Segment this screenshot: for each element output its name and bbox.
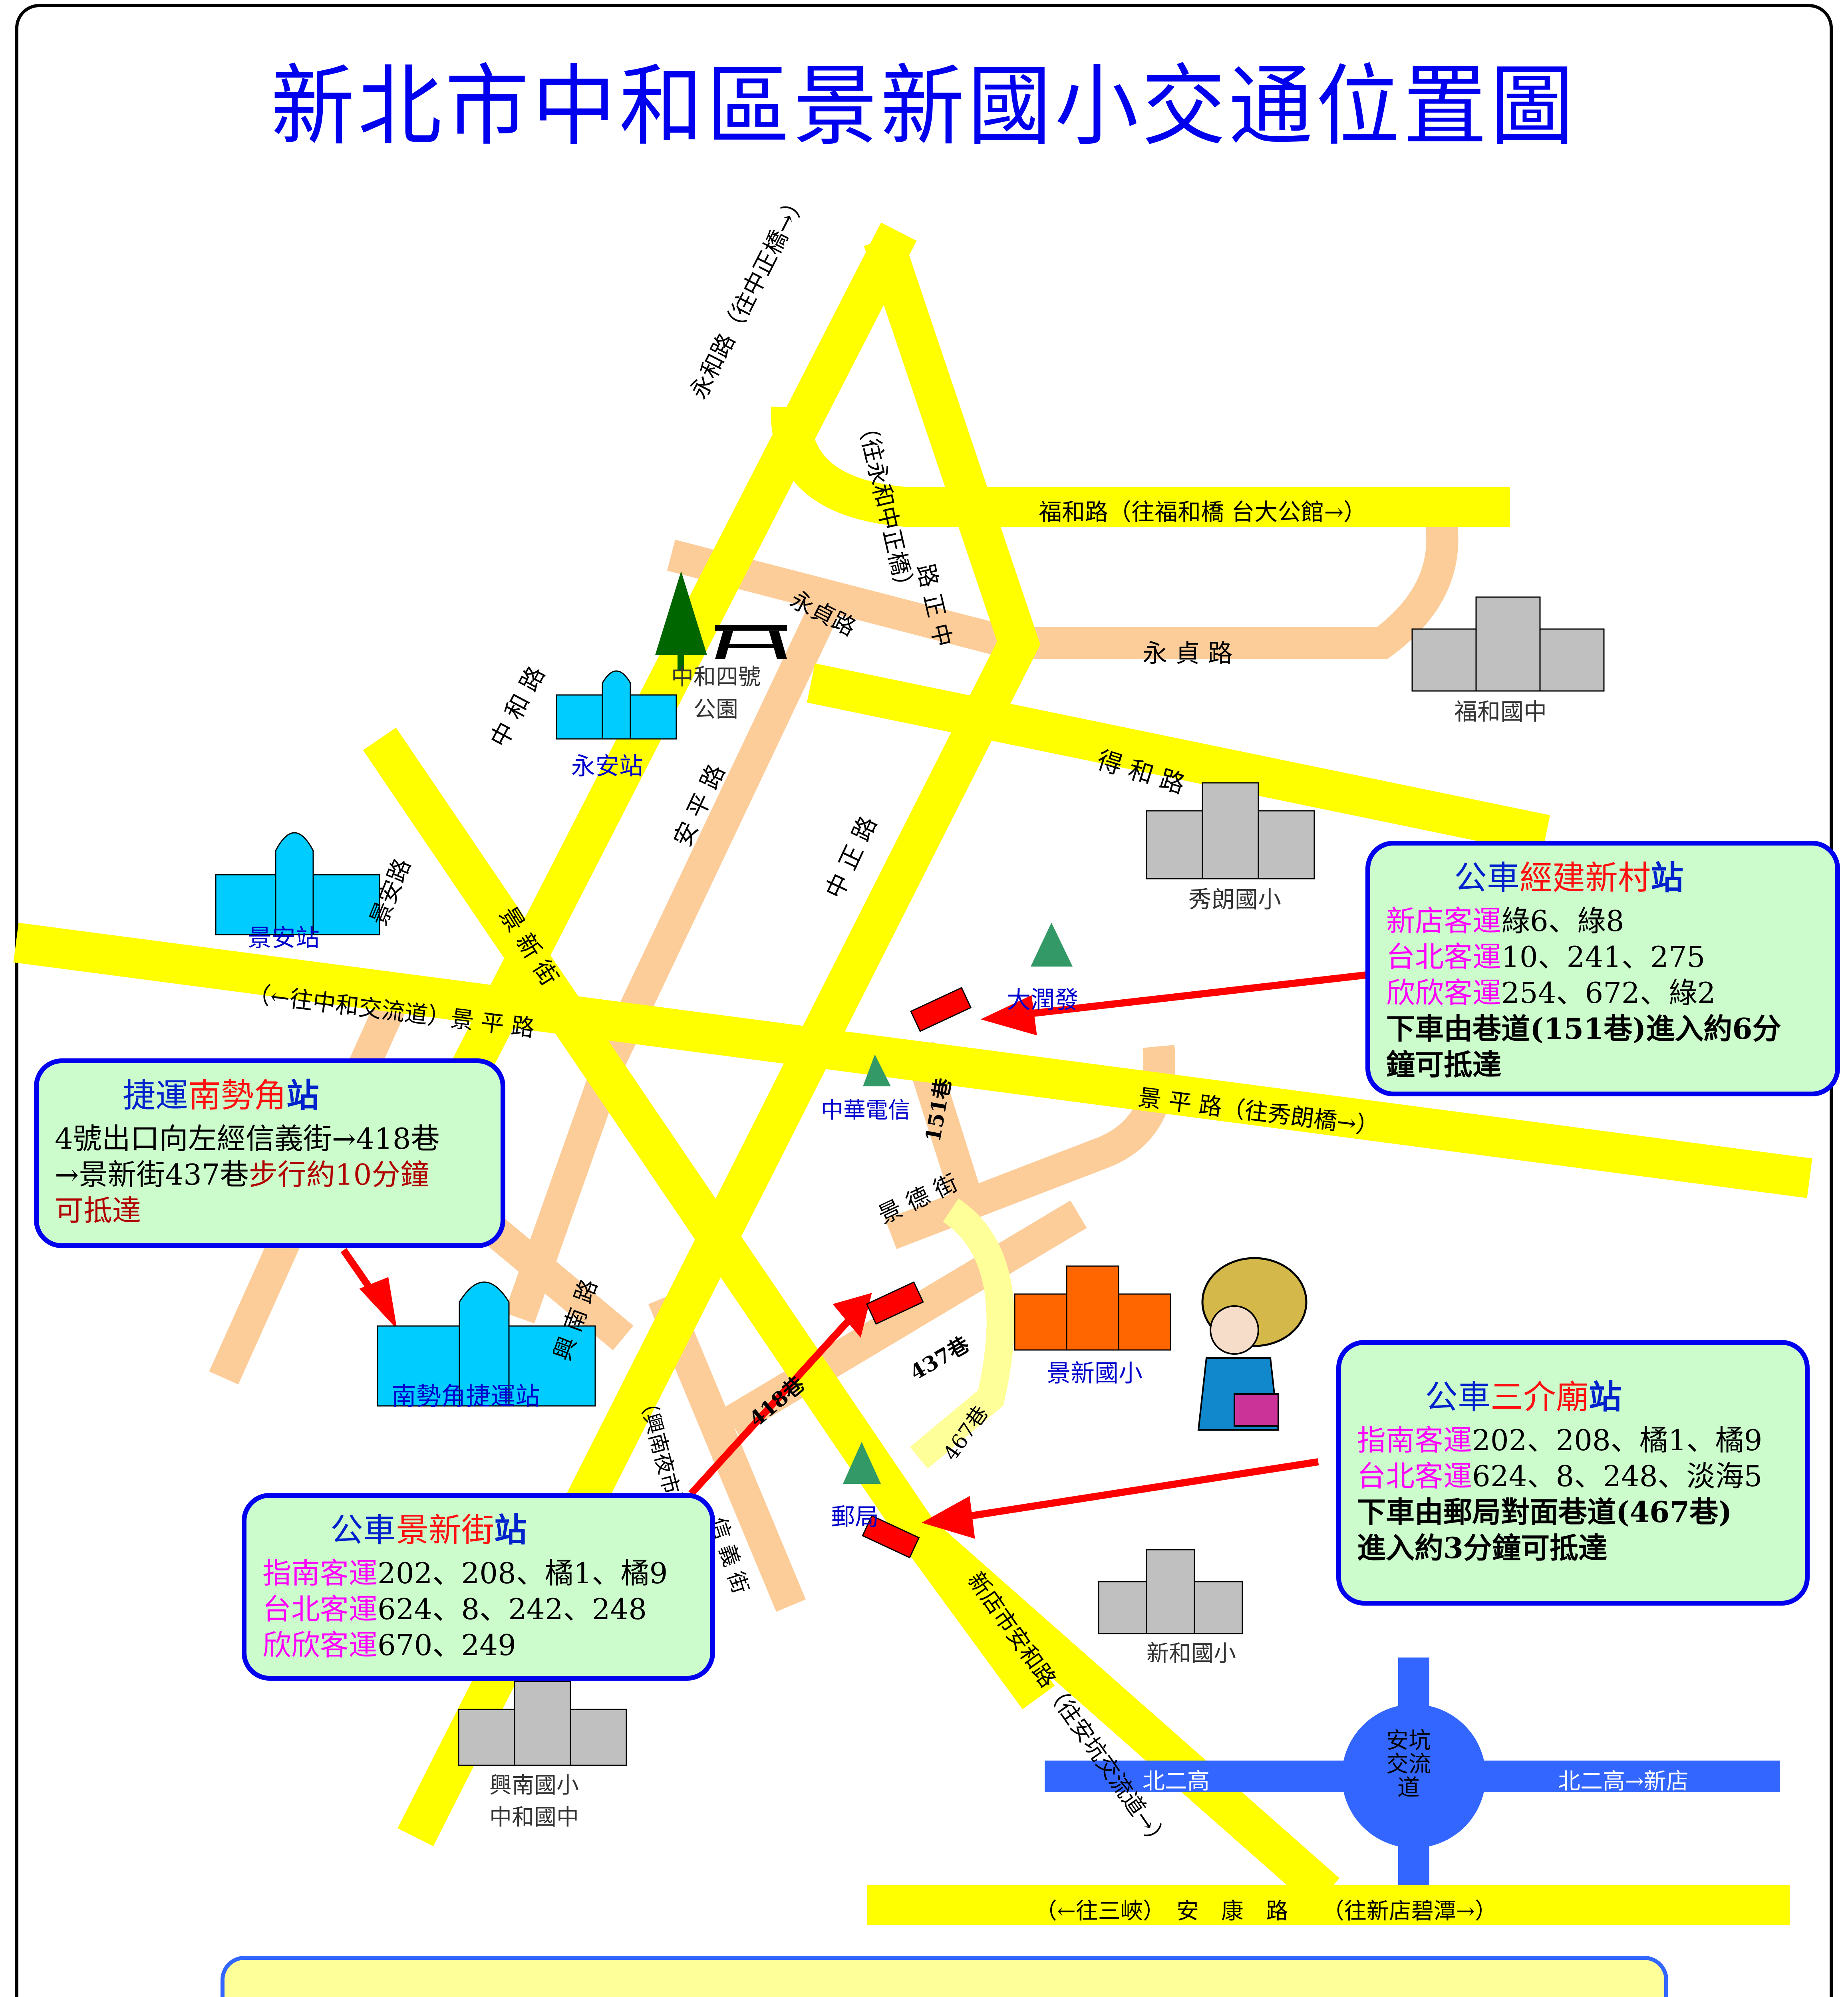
interchange-label: 安坑 交流 道 xyxy=(1386,1728,1431,1801)
info-box-bus-jingxin-street: 公車景新街站 指南客運202、208、橘1、橘9 台北客運624、8、242、2… xyxy=(242,1493,715,1681)
xingnan-elementary-label: 興南國小 xyxy=(489,1773,579,1798)
school-address: 校址：新北市中和區景新街467巷37號 xyxy=(240,1976,1648,1997)
info-box-bus-jingjian: 公車經建新村站 新店客運綠6、綠8 台北客運10、241、275 欣欣客運254… xyxy=(1365,841,1840,1096)
rtmart-label: 大潤發 xyxy=(1007,986,1079,1014)
mrt-directions-line-1: 4號出口向左經信義街→418巷 xyxy=(55,1122,440,1155)
post-office-label: 郵局 xyxy=(831,1503,879,1531)
chunghwa-telecom-label: 中華電信 xyxy=(821,1098,910,1124)
mrt-directions-line-2: →景新街437巷步行約10分鐘 xyxy=(55,1157,429,1191)
bus-route-row: 欣欣客運670、249 xyxy=(262,1628,516,1662)
walking-note: 下車由郵局對面巷道(467巷) xyxy=(1357,1495,1732,1529)
lane-467 xyxy=(910,1198,1015,1469)
direction-arrows xyxy=(340,971,1371,1539)
road-label-yongzhen-2: 永 貞 路 xyxy=(1143,639,1233,668)
xinhe-elementary-label: 新和國小 xyxy=(1147,1641,1236,1667)
landmark-triangles xyxy=(843,923,1073,1484)
page-title: 新北市中和區景新國小交通位置圖 xyxy=(270,55,1577,158)
bus-route-row: 台北客運624、8、248、淡海5 xyxy=(1357,1459,1763,1493)
walking-note: 進入約3分鐘可抵達 xyxy=(1357,1531,1608,1565)
nanshijiao-station-label: 南勢角捷運站 xyxy=(391,1382,540,1411)
info-box-heading: 公車經建新村站 xyxy=(1454,859,1684,897)
fuhe-junior-high-label: 福和國中 xyxy=(1454,698,1547,725)
walking-note: 鐘可抵達 xyxy=(1386,1047,1502,1082)
info-box-heading: 公車三介廟站 xyxy=(1425,1378,1622,1416)
jingan-station-label: 景安站 xyxy=(248,924,320,952)
info-box-heading: 公車景新街站 xyxy=(330,1511,527,1549)
road-label-fuhe: 福和路（往福和橋 台大公館→） xyxy=(1039,498,1367,526)
info-box-heading: 捷運南勢角站 xyxy=(123,1076,320,1115)
zhonghe-junior-high-label: 中和國中 xyxy=(489,1804,579,1830)
park-icon xyxy=(655,571,787,671)
walking-note: 下車由巷道(151巷)進入約6分 xyxy=(1386,1011,1781,1046)
bus-route-row: 台北客運10、241、275 xyxy=(1386,940,1705,974)
road-label-ankang: （←往三峽） 安 康 路 （往新店碧潭→） xyxy=(1035,1898,1497,1924)
mrt-directions-line-3: 可抵達 xyxy=(55,1193,141,1227)
bus-route-row: 指南客運202、208、橘1、橘9 xyxy=(262,1556,668,1590)
school-contact-panel: 校址：新北市中和區景新街467巷37號 TEL：02-29448021 FAX：… xyxy=(221,1956,1668,1997)
bus-route-row: 欣欣客運254、672、綠2 xyxy=(1386,976,1716,1010)
jingxin-school-icon xyxy=(1014,1265,1171,1351)
bus-route-row: 指南客運202、208、橘1、橘9 xyxy=(1357,1423,1763,1457)
bus-route-row: 新店客運綠6、綠8 xyxy=(1386,904,1624,938)
station-icons xyxy=(215,670,677,1407)
park-label: 中和四號 公園 xyxy=(671,664,761,723)
school-icons xyxy=(458,596,1605,1766)
bus-route-row: 台北客運624、8、242、248 xyxy=(262,1592,647,1626)
info-box-mrt-nanshijiao: 捷運南勢角站 4號出口向左經信義街→418巷 →景新街437巷步行約10分鐘 可… xyxy=(34,1058,505,1248)
student-girl-illustration xyxy=(1197,1257,1308,1431)
jingxin-elementary-label: 景新國小 xyxy=(1047,1360,1143,1388)
xiulang-elementary-label: 秀朗國小 xyxy=(1188,886,1282,913)
info-box-bus-sanjie: 公車三介廟站 指南客運202、208、橘1、橘9 台北客運624、8、248、淡… xyxy=(1336,1340,1810,1606)
freeway-interchange xyxy=(1045,1658,1780,1885)
freeway-label-east: 北二高→新店 xyxy=(1558,1769,1689,1795)
yongan-station-label: 永安站 xyxy=(571,752,643,780)
freeway-label-west: 北二高 xyxy=(1143,1769,1210,1795)
car-icons xyxy=(862,987,972,1558)
